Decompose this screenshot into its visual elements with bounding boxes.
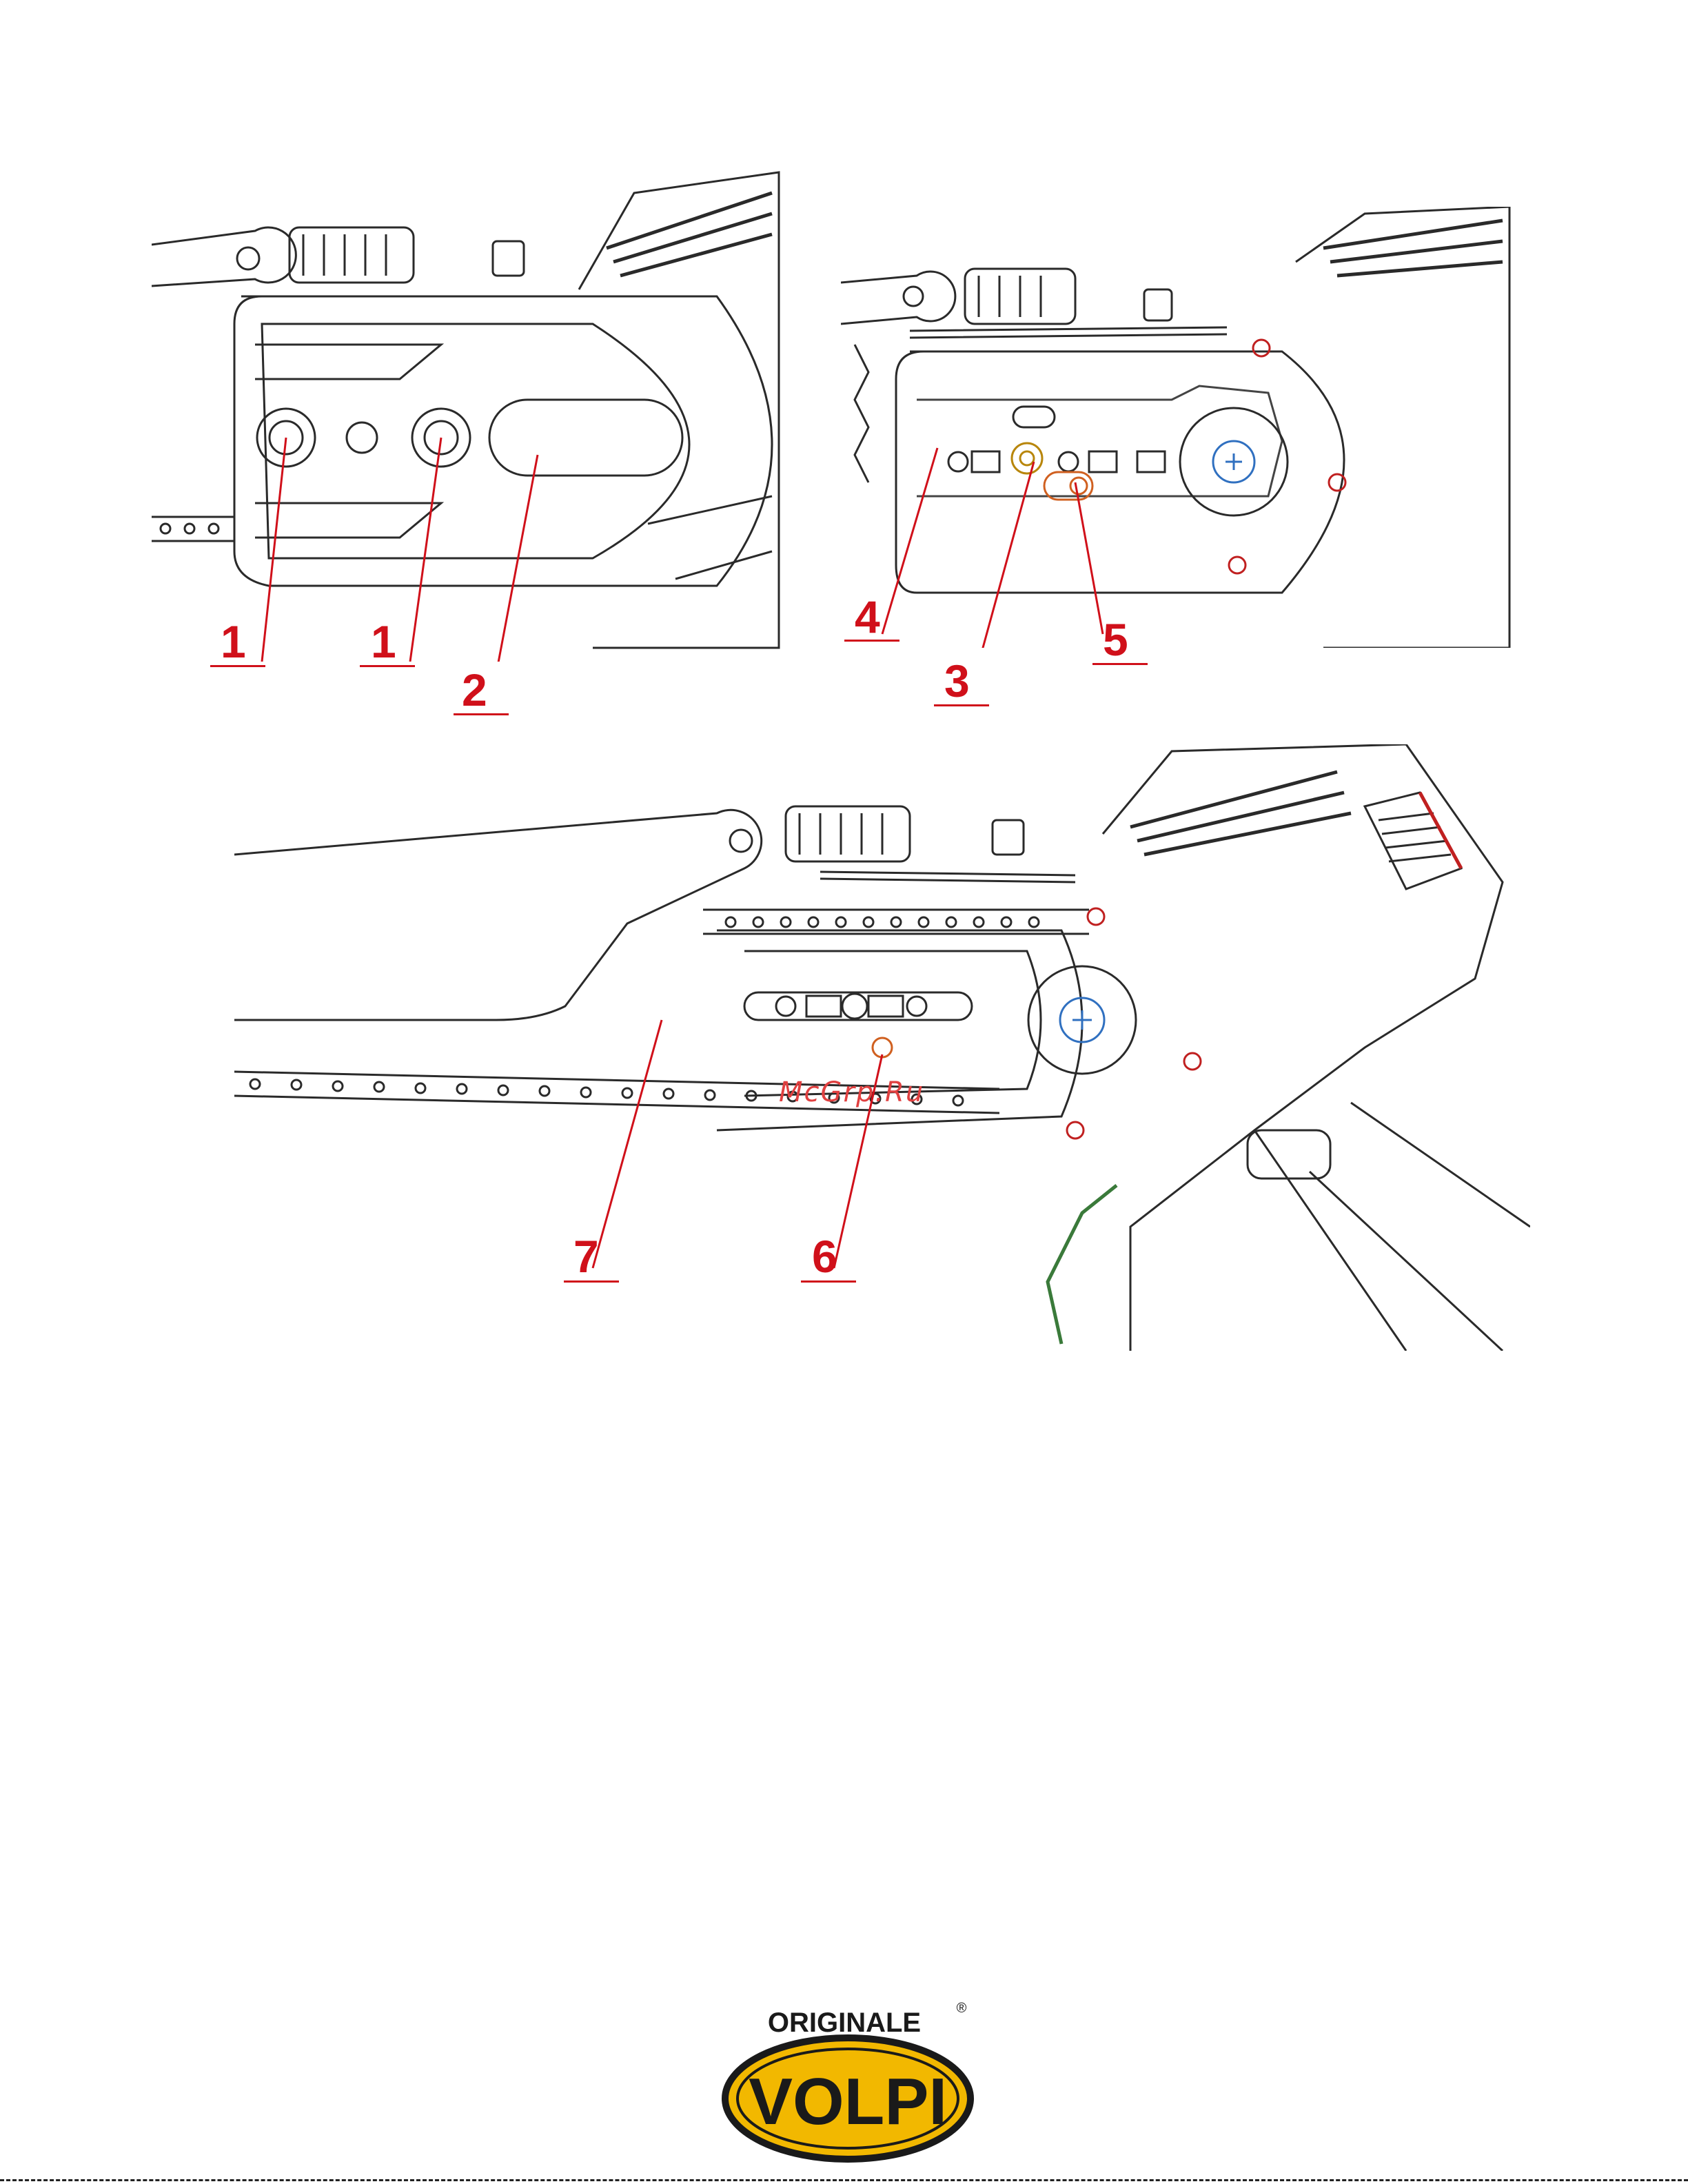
tension-knob: [786, 806, 910, 861]
figure-c-drawing: [234, 744, 1530, 1351]
callout-underline-c1: [564, 1280, 619, 1283]
figure-c-bar-installed: [234, 744, 1530, 1351]
bar-cover-arm: [234, 810, 762, 1020]
callout-7: 7: [573, 1234, 599, 1279]
motor-housing-outline: [1296, 207, 1509, 648]
callout-2: 2: [462, 667, 487, 713]
chain-top-links: [726, 917, 1039, 927]
callout-5: 5: [1103, 617, 1128, 662]
bottom-dashed-rule: [0, 2179, 1688, 2181]
logo-brand-text: VOLPI: [749, 2065, 947, 2139]
callout-underline-b2: [934, 704, 989, 706]
figure-b-cover-removed: [841, 207, 1516, 648]
callout-1-right: 1: [371, 619, 396, 664]
callout-underline-a2: [360, 665, 415, 667]
callout-underline-a1: [210, 665, 265, 667]
tension-knob: [289, 227, 414, 283]
callout-underline-b3: [1092, 663, 1148, 665]
callout-underline-a3: [454, 713, 509, 715]
callout-underline-c2: [801, 1280, 856, 1283]
figure-b-drawing: [841, 207, 1516, 648]
callout-1-left: 1: [221, 619, 246, 664]
callout-4: 4: [855, 594, 880, 640]
bar-bolt: [842, 994, 867, 1019]
cover-slot: [489, 400, 682, 476]
tension-pin-6: [873, 1038, 892, 1057]
callout-6: 6: [812, 1234, 837, 1279]
bolt-3: [1012, 443, 1042, 473]
callout-underline-b1: [844, 640, 899, 642]
watermark: McGrp.Ru: [779, 1076, 924, 1108]
figure-a-drawing: [152, 165, 786, 662]
logo-top-text: ORIGINALE: [768, 2008, 921, 2038]
logo-graphic: ORIGINALE ® VOLPI: [717, 1999, 979, 2164]
mount-plate: [896, 351, 1344, 593]
callout-3: 3: [944, 658, 970, 704]
logo-registered-mark: ®: [957, 2001, 967, 2016]
originale-volpi-logo: ORIGINALE ® VOLPI: [717, 1999, 979, 2164]
figure-a-cover-closed: [152, 165, 786, 662]
